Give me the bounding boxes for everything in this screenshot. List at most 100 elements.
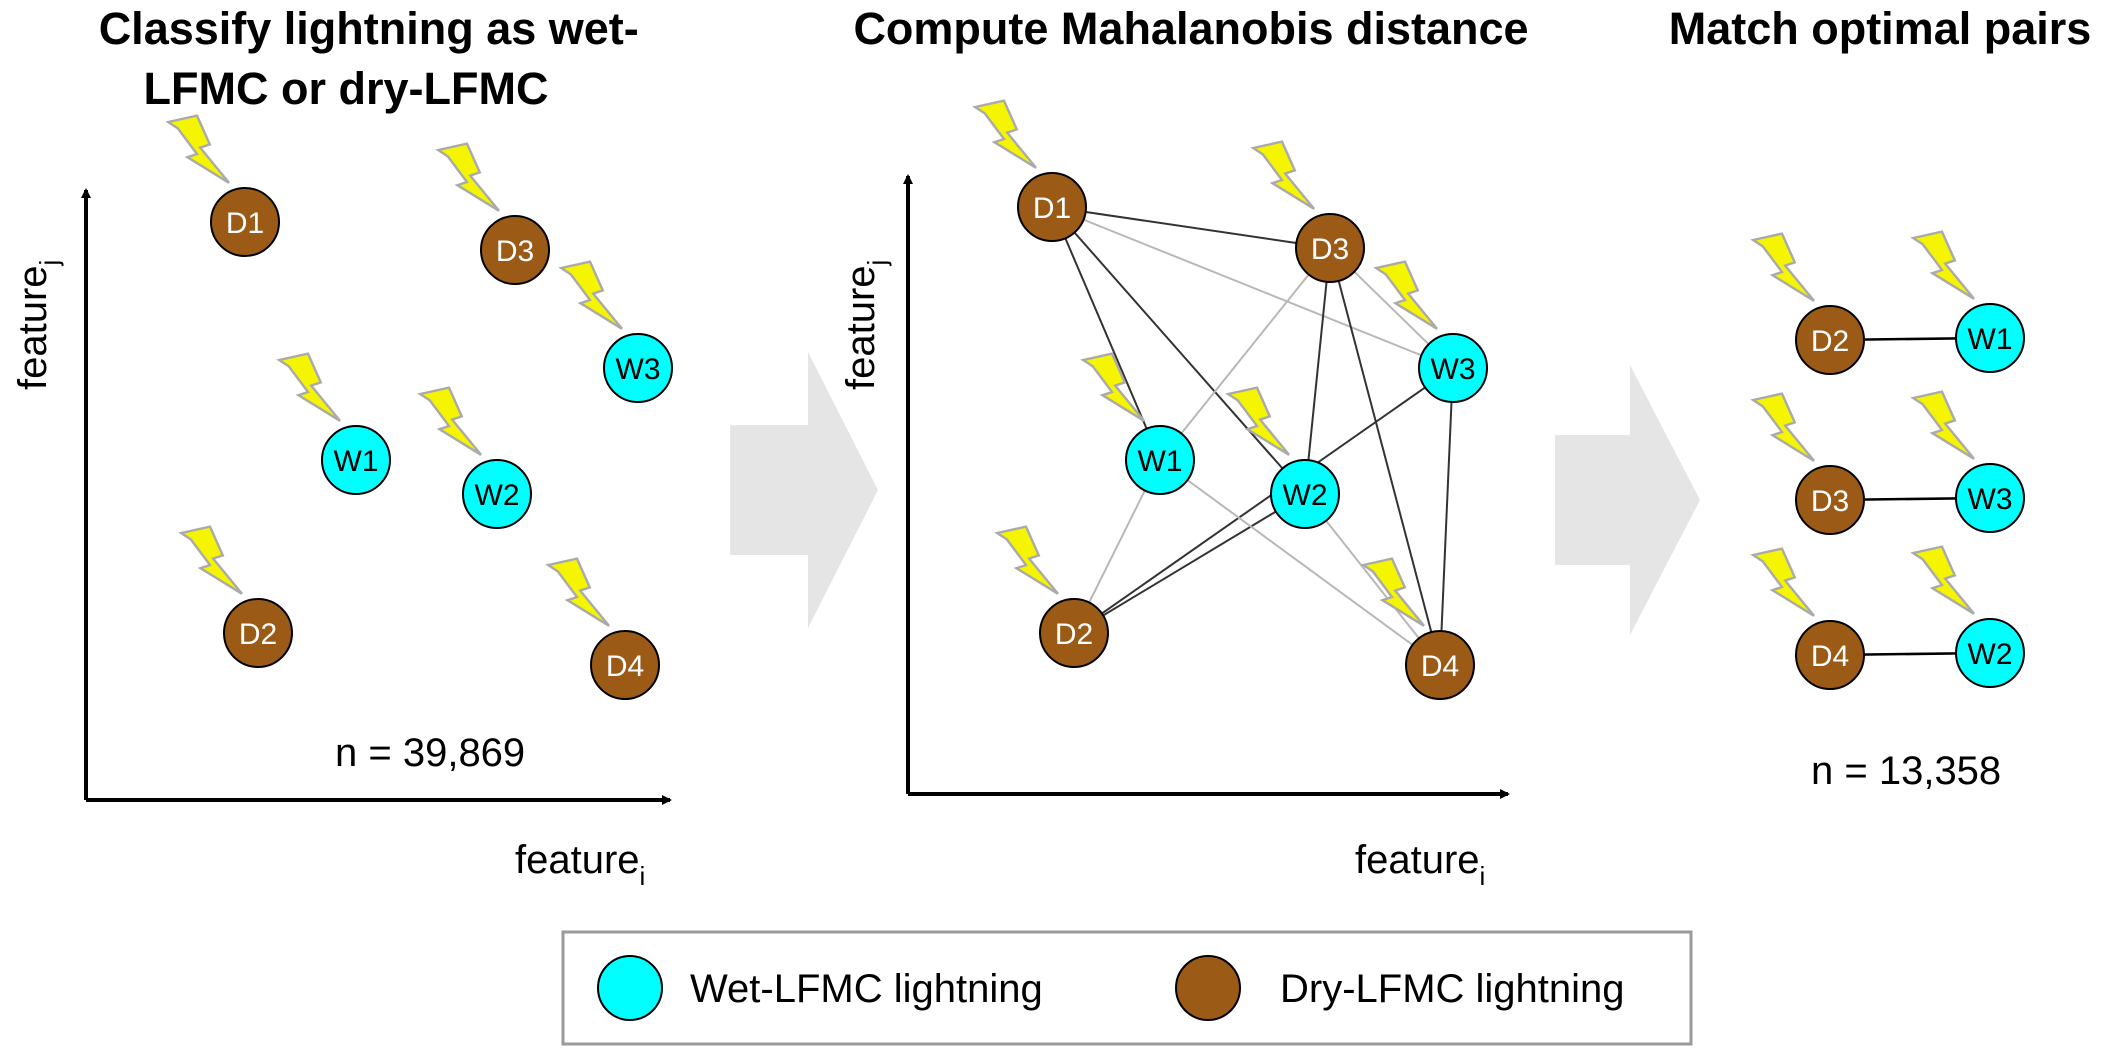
lightning-bolt-icon	[1225, 386, 1290, 456]
dry-lightning-marker	[1795, 620, 1865, 690]
panel-title: Compute Mahalanobis distance	[853, 3, 1528, 54]
distance-edge	[1159, 247, 1331, 461]
lightning-bolt-icon	[276, 352, 341, 422]
distance-edge	[1304, 493, 1441, 666]
node-label: W3	[1968, 483, 2013, 516]
node-label: D3	[1311, 233, 1349, 266]
dry-lightning-marker	[210, 187, 280, 257]
node-label: D2	[239, 618, 277, 651]
lightning-bolt-icon	[545, 557, 610, 627]
title-line: Classify lightning as wet-	[99, 3, 639, 54]
node-d3: D3	[1750, 392, 1865, 535]
lightning-bolt-icon	[1910, 390, 1975, 460]
dry-lightning-marker	[223, 598, 293, 668]
distance-edge	[1304, 247, 1331, 495]
dry-lightning-marker	[480, 215, 550, 285]
wet-lightning-marker	[1418, 333, 1488, 403]
lightning-bolt-icon	[435, 142, 500, 212]
dry-lightning-marker	[1795, 305, 1865, 375]
dry-lightning-marker	[590, 630, 660, 700]
node-d2: D2	[994, 525, 1109, 668]
node-w2: W2	[417, 386, 532, 529]
dry-lightning-marker	[1295, 213, 1365, 283]
lightning-bolt-icon	[994, 525, 1059, 595]
lightning-bolt-icon	[1910, 230, 1975, 300]
matched-pair: D4 W2	[1750, 545, 2025, 690]
node-d1: D1	[165, 114, 280, 257]
lightning-bolt-icon	[1750, 232, 1815, 302]
node-w2: W2	[1225, 386, 1340, 529]
panel-title: Match optimal pairs	[1669, 3, 2092, 54]
node-w3: W3	[1910, 390, 2025, 533]
node-d3: D3	[1250, 140, 1365, 283]
wet-lightning-marker	[1955, 303, 2025, 373]
lightning-bolt-icon	[417, 386, 482, 456]
node-label: W2	[475, 479, 520, 512]
node-w1: W1	[1080, 352, 1195, 495]
lightning-bolt-icon	[1373, 260, 1438, 330]
dry-lightning-marker	[1039, 598, 1109, 668]
wet-lightning-marker	[1125, 425, 1195, 495]
lightning-bolt-icon	[1080, 352, 1145, 422]
node-d1: D1	[972, 99, 1087, 242]
edge-layer	[1051, 206, 1454, 666]
node-label: W3	[616, 353, 661, 386]
legend-box	[561, 930, 1693, 1046]
legend-wet-swatch	[597, 955, 663, 1021]
node-d2: D2	[1750, 232, 1865, 375]
distance-edge	[1051, 206, 1306, 495]
node-w2: W2	[1910, 545, 2025, 688]
legend: Wet-LFMC lightning Dry-LFMC lightning	[561, 930, 1693, 1046]
node-label: D2	[1055, 618, 1093, 651]
distance-edge	[1159, 459, 1441, 666]
node-label: D4	[606, 650, 644, 683]
lightning-bolt-icon	[1360, 557, 1425, 627]
distance-edge	[1051, 206, 1161, 461]
panel-title: Classify lightning as wet- LFMC or dry-L…	[99, 3, 652, 114]
lightning-bolt-icon	[558, 260, 623, 330]
distance-edge	[1073, 367, 1454, 634]
y-axis-label: featurej	[839, 260, 892, 390]
lightning-bolt-icon	[1750, 392, 1815, 462]
wet-lightning-marker	[1955, 463, 2025, 533]
distance-edge	[1329, 247, 1441, 666]
wet-lightning-marker	[603, 333, 673, 403]
node-label: D1	[226, 207, 264, 240]
x-axis-label: featurei	[515, 838, 645, 891]
title-line: LFMC or dry-LFMC	[144, 63, 549, 114]
lightning-bolt-icon	[1750, 547, 1815, 617]
dry-lightning-marker	[1795, 465, 1865, 535]
node-label: D3	[1811, 485, 1849, 518]
node-d4: D4	[545, 557, 660, 700]
dry-lightning-marker	[1405, 630, 1475, 700]
node-d4: D4	[1360, 557, 1475, 700]
legend-dry-swatch	[1175, 955, 1241, 1021]
node-w1: W1	[276, 352, 391, 495]
node-label: D4	[1811, 640, 1849, 673]
node-w3: W3	[558, 260, 673, 403]
lightning-bolt-icon	[178, 525, 243, 595]
node-label: D2	[1811, 325, 1849, 358]
y-axis-label: featurej	[11, 260, 64, 390]
wet-lightning-marker	[462, 459, 532, 529]
flow-arrow-icon	[730, 352, 878, 628]
node-w1: W1	[1910, 230, 2025, 373]
dry-lightning-marker	[1017, 172, 1087, 242]
matched-pair: D3 W3	[1750, 390, 2025, 535]
node-label: D4	[1421, 650, 1459, 683]
node-label: W2	[1968, 638, 2013, 671]
node-label: W2	[1283, 479, 1328, 512]
legend-wet-label: Wet-LFMC lightning	[690, 967, 1043, 1011]
legend-dry-label: Dry-LFMC lightning	[1280, 967, 1625, 1011]
node-d3: D3	[435, 142, 550, 285]
distance-edge	[1439, 367, 1454, 666]
node-d4: D4	[1750, 547, 1865, 690]
x-axis-label: featurei	[1355, 838, 1485, 891]
wet-lightning-marker	[321, 425, 391, 495]
wet-lightning-marker	[1270, 459, 1340, 529]
distance-edge	[1051, 206, 1454, 369]
